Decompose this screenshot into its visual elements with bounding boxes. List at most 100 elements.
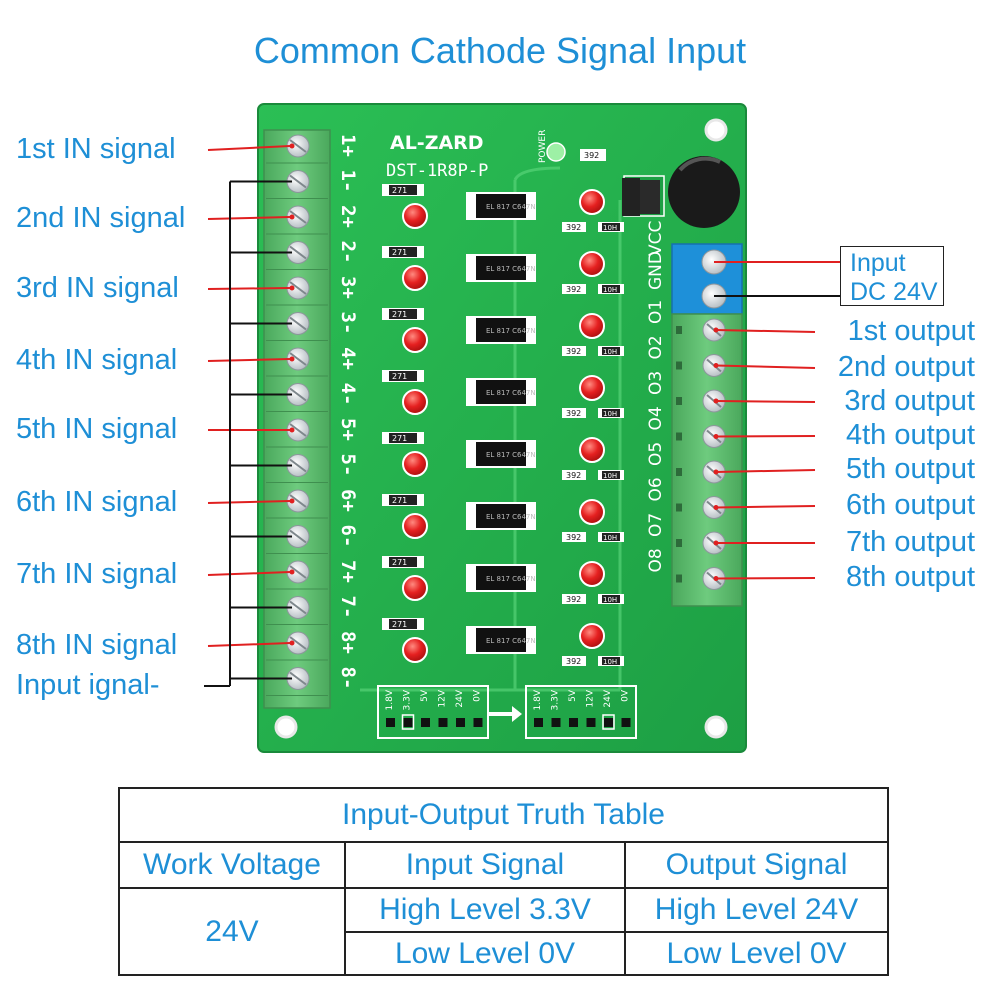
resistor-271-2: 271 <box>382 246 424 258</box>
svg-text:10H: 10H <box>603 596 617 604</box>
output-label-O3: O3 <box>646 371 666 395</box>
jumper-pad-24V <box>604 718 613 727</box>
optocoupler-5: EL 817 C647N <box>466 440 536 468</box>
terminal-label-7+: 7+ <box>337 560 359 583</box>
resistor-10h-6: 10H <box>598 532 624 542</box>
jumper-label-0V: 0V <box>473 689 483 702</box>
svg-text:EL 817 C647N: EL 817 C647N <box>486 327 536 335</box>
resistor-392-power: 392 <box>580 149 606 161</box>
jumper-label-5V: 5V <box>568 689 578 702</box>
svg-text:392: 392 <box>566 595 581 604</box>
svg-text:EL 817 C647N: EL 817 C647N <box>486 203 536 211</box>
resistor-271-7: 271 <box>382 556 424 568</box>
resistor-392-7: 392 <box>562 594 586 604</box>
jumper-pad-24V <box>456 718 465 727</box>
jumper-label-24V: 24V <box>603 689 613 707</box>
input-led-1 <box>402 203 428 229</box>
output-label-VCC: VCC <box>646 221 666 256</box>
optocoupler-1: EL 817 C647N <box>466 192 536 220</box>
input-label-4: 4th IN signal <box>16 344 178 376</box>
output-label-O2: O2 <box>646 335 666 359</box>
output-terminal-block <box>671 313 743 607</box>
svg-text:10H: 10H <box>603 658 617 666</box>
resistor-271-3: 271 <box>382 308 424 320</box>
output-label-GND: GND <box>646 251 666 290</box>
terminal-label-6-: 6- <box>337 525 359 548</box>
resistor-271-8: 271 <box>382 618 424 630</box>
terminal-label-7-: 7- <box>337 596 359 619</box>
row2-output: Low Level 0V <box>666 936 847 970</box>
output-label-O4: O4 <box>646 406 666 430</box>
jumper-pad-12V <box>586 718 596 727</box>
callout-in-3 <box>207 287 291 290</box>
input-label-7: 7th IN signal <box>16 558 178 590</box>
pcb-board: 1+1-2+2-3+3-4+4-5+5-6+6-7+7-8+8- AL-ZARD… <box>257 103 747 753</box>
brand-label: AL-ZARD <box>390 132 484 154</box>
callout-in-8 <box>207 642 291 647</box>
callout-out-6 <box>715 505 816 509</box>
output-led-6 <box>579 499 605 525</box>
resistor-392-4: 392 <box>562 408 586 418</box>
output-label-2: 2nd output <box>837 351 975 383</box>
optocoupler-3: EL 817 C647N <box>466 316 536 344</box>
jumper-label-3.3V: 3.3V <box>403 689 413 710</box>
jumper-pad-1.8V <box>386 718 395 727</box>
callout-in-2 <box>207 216 291 220</box>
terminal-label-4-: 4- <box>337 383 359 406</box>
terminal-label-3+: 3+ <box>337 276 359 299</box>
terminal-label-1+: 1+ <box>337 134 359 157</box>
output-label-O7: O7 <box>646 513 666 537</box>
jumper-pad-5V <box>421 718 430 727</box>
callout-out-8 <box>715 577 816 580</box>
row1-input: High Level 3.3V <box>379 893 591 926</box>
row1-output: High Level 24V <box>654 893 859 926</box>
resistor-10h-5: 10H <box>598 470 624 480</box>
model-label: DST-1R8P-P <box>386 161 488 181</box>
jumper-label-3.3V: 3.3V <box>551 689 561 710</box>
svg-text:10H: 10H <box>603 534 617 542</box>
svg-text:271: 271 <box>392 496 407 505</box>
input-led-3 <box>402 327 428 353</box>
mounting-holes <box>274 118 728 739</box>
svg-text:271: 271 <box>392 186 407 195</box>
terminal-label-8-: 8- <box>337 667 359 690</box>
callout-out-4 <box>715 435 816 438</box>
svg-text:10H: 10H <box>603 286 617 294</box>
resistor-271-6: 271 <box>382 494 424 506</box>
output-label-7: 7th output <box>846 526 975 558</box>
callout-in-4 <box>207 358 291 362</box>
optocoupler-7: EL 817 C647N <box>466 564 536 592</box>
input-label-9: Input ignal- <box>16 669 160 701</box>
svg-text:271: 271 <box>392 434 407 443</box>
power-label: POWER <box>538 130 548 163</box>
jumper-label-0V: 0V <box>621 689 631 702</box>
resistor-10h-3: 10H <box>598 346 624 356</box>
jumper-pad-0V <box>473 718 483 727</box>
jumper-pad-12V <box>438 718 448 727</box>
resistor-10h-8: 10H <box>598 656 624 666</box>
resistor-392-6: 392 <box>562 532 586 542</box>
input-label-6: 6th IN signal <box>16 486 178 518</box>
output-label-O6: O6 <box>646 477 666 501</box>
output-label-O5: O5 <box>646 442 666 466</box>
resistor-392-3: 392 <box>562 346 586 356</box>
jumper-pad-1.8V <box>534 718 543 727</box>
svg-text:271: 271 <box>392 310 407 319</box>
pcb-substrate <box>257 103 747 753</box>
callout-in-6 <box>207 500 291 504</box>
resistor-392-1: 392 <box>562 222 586 232</box>
jumper-pad-3.3V <box>551 718 561 727</box>
resistor-392-2: 392 <box>562 284 586 294</box>
input-label-2: 2nd IN signal <box>16 202 186 234</box>
resistor-271-5: 271 <box>382 432 424 444</box>
jumper-label-1.8V: 1.8V <box>533 689 543 710</box>
jumper-label-24V: 24V <box>455 689 465 707</box>
terminal-label-5-: 5- <box>337 454 359 477</box>
output-led-5 <box>579 437 605 463</box>
input-led-8 <box>402 637 428 663</box>
input-led-6 <box>402 513 428 539</box>
resistor-10h-4: 10H <box>598 408 624 418</box>
output-led-1 <box>579 189 605 215</box>
optocoupler-8: EL 817 C647N <box>466 626 536 654</box>
